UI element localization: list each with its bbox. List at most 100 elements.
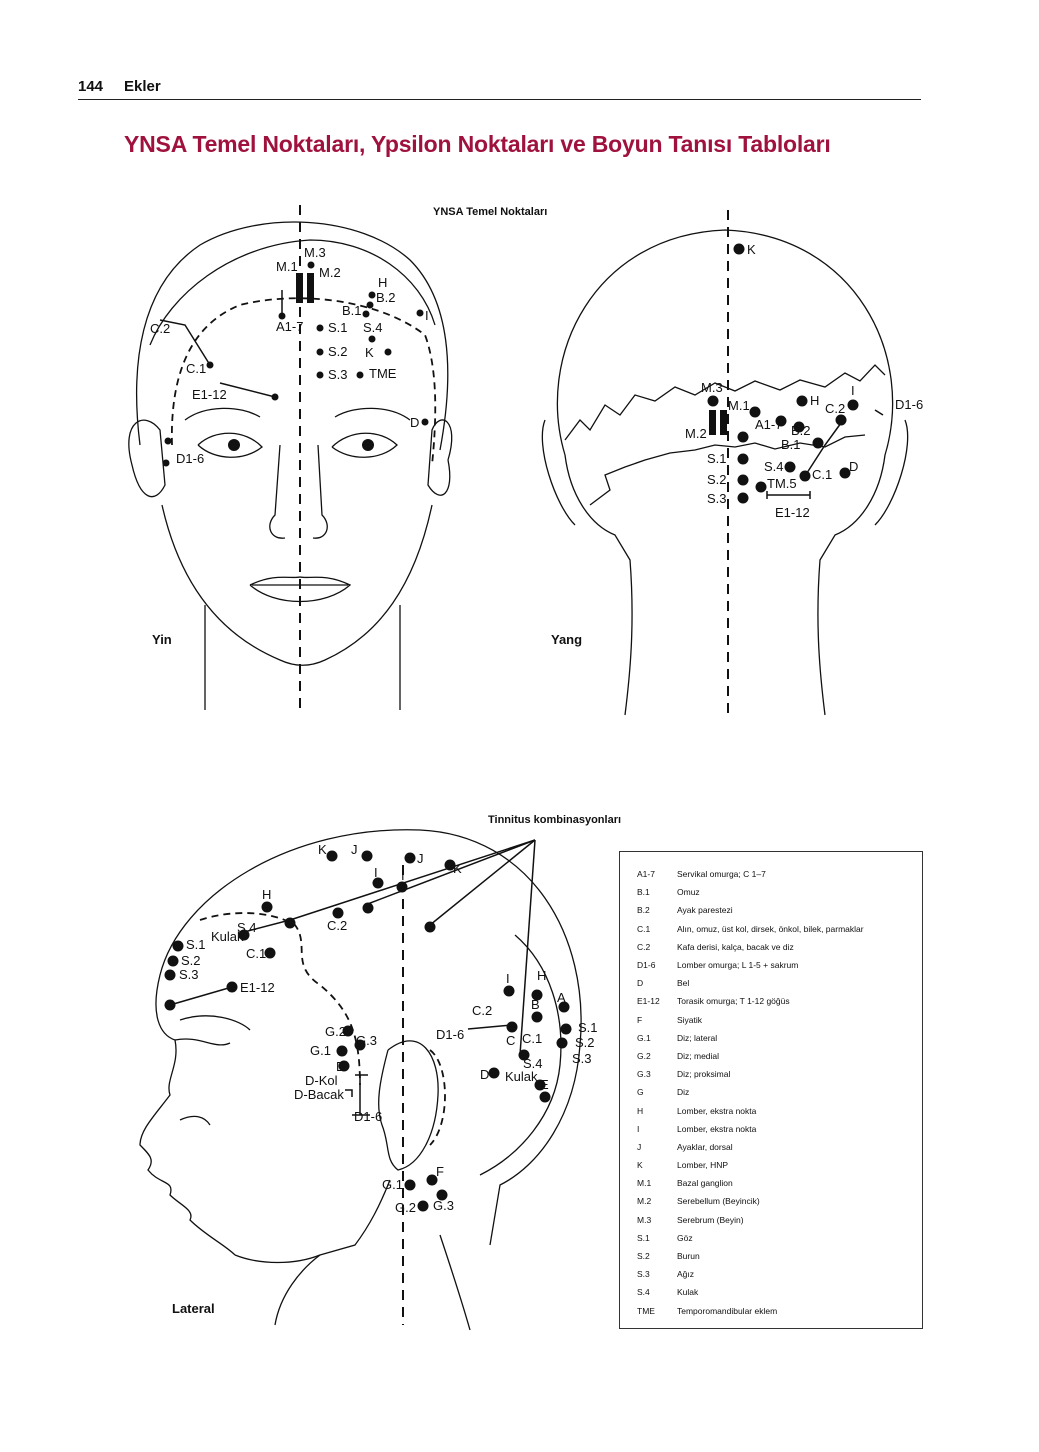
svg-text:D: D [410, 415, 419, 430]
yin-caption: Yin [152, 632, 172, 647]
legend-row: K Lomber, HNP [620, 1156, 922, 1174]
legend-code: A1-7 [637, 869, 655, 880]
svg-text:D1-6: D1-6 [176, 451, 204, 466]
svg-text:S.3: S.3 [572, 1051, 592, 1066]
legend-description: Ayak parestezi [677, 905, 733, 916]
svg-text:A1-7: A1-7 [755, 417, 782, 432]
svg-text:I: I [506, 971, 510, 986]
legend-description: Serebellum (Beyincik) [677, 1196, 760, 1207]
svg-text:D1-6: D1-6 [895, 397, 923, 412]
legend-description: Siyatik [677, 1014, 703, 1025]
svg-text:A: A [557, 990, 566, 1005]
svg-text:S.4: S.4 [764, 459, 784, 474]
legend-code: I [637, 1123, 640, 1134]
svg-text:C.1: C.1 [246, 946, 266, 961]
svg-text:I: I [425, 308, 429, 323]
legend-row: I Lomber, ekstra nokta [620, 1120, 922, 1138]
svg-text:G.1: G.1 [382, 1177, 403, 1192]
legend-code: E1-12 [637, 996, 660, 1007]
svg-text:I: I [401, 868, 405, 883]
svg-text:J: J [351, 842, 358, 857]
figure-bottom-title: Tinnitus kombinasyonları [488, 814, 622, 826]
legend-description: Torasik omurga; T 1-12 göğüs [677, 996, 790, 1007]
svg-text:E1-12: E1-12 [192, 387, 227, 402]
legend-description: Lomber omurga; L 1-5 + sakrum [677, 960, 799, 971]
legend-row: E1-12 Torasik omurga; T 1-12 göğüs [620, 992, 922, 1010]
svg-text:S.2: S.2 [328, 344, 348, 359]
svg-text:I: I [374, 865, 378, 880]
legend-description: Temporomandibular eklem [677, 1305, 778, 1316]
svg-text:M.2: M.2 [319, 265, 341, 280]
svg-text:S.3: S.3 [707, 491, 727, 506]
svg-text:Kulak: Kulak [505, 1069, 538, 1084]
svg-text:K: K [453, 861, 462, 876]
svg-text:E1-12: E1-12 [775, 505, 810, 520]
svg-text:S.3: S.3 [179, 967, 199, 982]
svg-text:M.2: M.2 [685, 426, 707, 441]
lateral-caption: Lateral [172, 1301, 215, 1316]
legend-code: S.4 [637, 1287, 650, 1298]
lateral-head-figure: K J J K I I H S.4 Kulak C.2 C.1 S.1 S.2 … [139, 829, 598, 1331]
legend-description: Diz [677, 1087, 690, 1098]
svg-text:C.2: C.2 [327, 918, 347, 933]
legend-description: Lomber, HNP [677, 1160, 729, 1171]
svg-text:K: K [747, 242, 756, 257]
legend-code: S.1 [637, 1232, 650, 1243]
svg-text:D-Kol: D-Kol [305, 1073, 338, 1088]
svg-text:M.1: M.1 [276, 259, 298, 274]
svg-text:F: F [436, 1164, 444, 1179]
legend-description: Burun [677, 1251, 700, 1262]
legend-description: Ağız [677, 1269, 695, 1280]
svg-text:TM.5: TM.5 [767, 476, 797, 491]
svg-text:D: D [336, 1059, 345, 1074]
legend-description: Diz; medial [677, 1050, 720, 1061]
legend-code: TME [637, 1305, 655, 1316]
legend-description: Kafa derisi, kalça, bacak ve diz [677, 941, 794, 952]
legend-code: S.2 [637, 1251, 650, 1262]
svg-text:D1-6: D1-6 [436, 1027, 464, 1042]
svg-text:M.3: M.3 [701, 380, 723, 395]
legend-row: G Diz [620, 1083, 922, 1101]
svg-text:B: B [531, 997, 540, 1012]
legend-code: B.1 [637, 887, 650, 898]
legend-code: K [637, 1160, 643, 1171]
legend-row: F Siyatik [620, 1011, 922, 1029]
svg-text:B.1: B.1 [781, 437, 801, 452]
legend-description: Lomber, ekstra nokta [677, 1123, 757, 1134]
legend-code: G.1 [637, 1032, 651, 1043]
svg-text:S.2: S.2 [575, 1035, 595, 1050]
yang-head-figure: K M.3 M.1 H I C.2 D1-6 M.2 A1-7 B.2 B.1 … [541, 210, 923, 720]
svg-text:D: D [849, 459, 858, 474]
legend-description: Göz [677, 1232, 693, 1243]
svg-text:Kulak: Kulak [211, 929, 244, 944]
svg-text:C.1: C.1 [522, 1031, 542, 1046]
svg-text:S.4: S.4 [237, 920, 257, 935]
svg-text:M.3: M.3 [304, 245, 326, 260]
legend-description: Alın, omuz, üst kol, dirsek, önkol, bile… [677, 923, 864, 934]
yang-caption: Yang [551, 632, 583, 647]
svg-text:H: H [537, 968, 546, 983]
legend-row: S.1 Göz [620, 1229, 922, 1247]
header-rule [78, 99, 921, 100]
legend-code: G [637, 1087, 644, 1098]
svg-text:D: D [480, 1067, 489, 1082]
legend-code: M.2 [637, 1196, 652, 1207]
svg-text:C.1: C.1 [186, 361, 206, 376]
svg-text:H: H [378, 275, 387, 290]
legend-description: Ayaklar, dorsal [677, 1141, 733, 1152]
svg-text:C: C [506, 1033, 515, 1048]
legend-description: Bel [677, 978, 690, 989]
figure-top-title: YNSA Temel Noktaları [433, 206, 548, 218]
legend-code: F [637, 1014, 643, 1025]
